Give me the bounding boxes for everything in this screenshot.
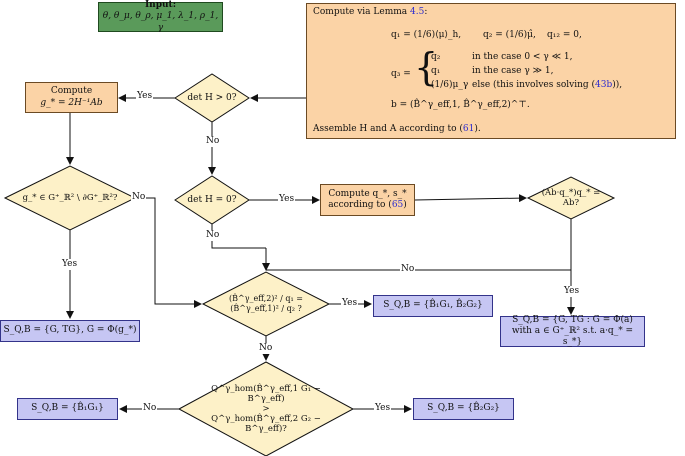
result-s-phi: S_Q,B = {G, TG : G = Φ(a) with a ∈ G⁺_ℝ²…: [500, 314, 645, 348]
eq-q3-label: q₃ =: [391, 69, 411, 79]
label-g-set-no: No: [131, 192, 147, 203]
compute-q-box: Compute q_*, s_* according to (65): [320, 184, 415, 216]
compute-g-line1: Compute: [50, 86, 93, 97]
q-hom-line2: >: [262, 403, 270, 414]
label-qhom-no: No: [142, 403, 158, 414]
eq-q1: q₁ = (1/6)⟨μ⟩_h,: [391, 30, 462, 40]
eq-b: b = (B̂^γ_eff,1, B̂^γ_eff,2)^⊤.: [391, 100, 530, 110]
compute-g-box: Compute g_* = 2H⁻¹Ab: [25, 82, 118, 113]
lemma-footer: Assemble H and A according to (61).: [313, 124, 481, 134]
label-ratio-no: No: [258, 343, 274, 354]
det-positive-text: det H > 0?: [187, 92, 237, 103]
lemma-box: Compute via Lemma 4.5: q₁ = (1/6)⟨μ⟩_h, …: [306, 3, 676, 139]
eq-q12: q₁₂ = 0,: [547, 30, 582, 40]
q-hom-text: Q^γ_hom(B̂^γ_eff,1 G₁ − B^γ_eff) > Q^γ_h…: [206, 383, 326, 435]
lemma-ref-link[interactable]: 4.5: [410, 7, 425, 17]
label-ab-no: No: [400, 264, 416, 275]
compute-g-line2: g_* = 2H⁻¹Ab: [40, 97, 103, 108]
q-hom-line1: Q^γ_hom(B̂^γ_eff,1 G₁ − B^γ_eff): [211, 383, 321, 404]
label-det-pos-no: No: [205, 136, 221, 147]
input-title: Input:: [144, 0, 177, 11]
case3-value: (1/6)μ_γ: [431, 80, 469, 90]
input-params: θ, θ_μ, θ_ρ, μ_1, λ_1, ρ_1, γ: [102, 11, 219, 33]
result-s-g: S_Q,B = {G, TG}, G = Φ(g_*): [0, 320, 140, 342]
case2-value: q₁: [431, 66, 441, 76]
result-s-phi-line2: with a ∈ G⁺_ℝ² s.t. a·q_* = s_*}: [511, 325, 634, 348]
label-ab-yes: Yes: [563, 286, 581, 297]
diamond-ab-q: [526, 176, 616, 220]
eq-ref-65-link[interactable]: 65: [391, 200, 404, 210]
case1-condition: in the case 0 < γ ≪ 1,: [472, 52, 573, 62]
ratio-text: (B̂^γ_eff,2)² / q₁ = (B̂^γ_eff,1)² / q₂ …: [229, 294, 303, 313]
input-box: Input: θ, θ_μ, θ_ρ, μ_1, λ_1, ρ_1, γ: [98, 0, 223, 33]
ab-q-text: (Ab·q_*)q_* = Ab?: [541, 187, 601, 208]
label-det-zero-no: No: [205, 230, 221, 241]
label-qhom-yes: Yes: [374, 403, 392, 414]
det-zero-text: det H = 0?: [187, 194, 237, 205]
brace-glyph: {: [414, 45, 439, 89]
q-hom-line3: Q^γ_hom(B̂^γ_eff,2 G₂ − B^γ_eff)?: [211, 414, 321, 435]
eq-ref-43b-link[interactable]: 43b: [595, 80, 613, 90]
compute-q-line2: according to (65): [328, 200, 407, 210]
case3-condition: else (this involves solving (43b)),: [472, 80, 623, 90]
result-s-b2: S_Q,B = {B̂₂G₂}: [413, 398, 514, 420]
diamond-det-positive: [174, 73, 250, 123]
eq-ref-61-link[interactable]: 61: [462, 124, 475, 134]
label-det-zero-yes: Yes: [278, 194, 296, 205]
case2-condition: in the case γ ≫ 1,: [472, 66, 554, 76]
case1-value: q₂: [431, 52, 441, 62]
label-ratio-yes: Yes: [341, 298, 359, 309]
result-s-b1b2: S_Q,B = {B̂₁G₁, B̂₂G₂}: [373, 295, 493, 317]
g-in-set-text: g_* ∈ G⁺_ℝ² \ ∂G⁺_ℝ²?: [22, 192, 118, 203]
lemma-heading: Compute via Lemma 4.5:: [313, 7, 428, 17]
label-det-pos-yes: Yes: [136, 91, 154, 102]
result-s-phi-line1: S_Q,B = {G, TG : G = Φ(a): [512, 314, 633, 325]
compute-q-line1: Compute q_*, s_*: [328, 188, 407, 199]
eq-q2: q₂ = (1/6)μ̂,: [483, 30, 536, 40]
result-s-b1: S_Q,B = {B̂₁G₁}: [17, 398, 118, 420]
label-g-set-yes: Yes: [61, 259, 79, 270]
